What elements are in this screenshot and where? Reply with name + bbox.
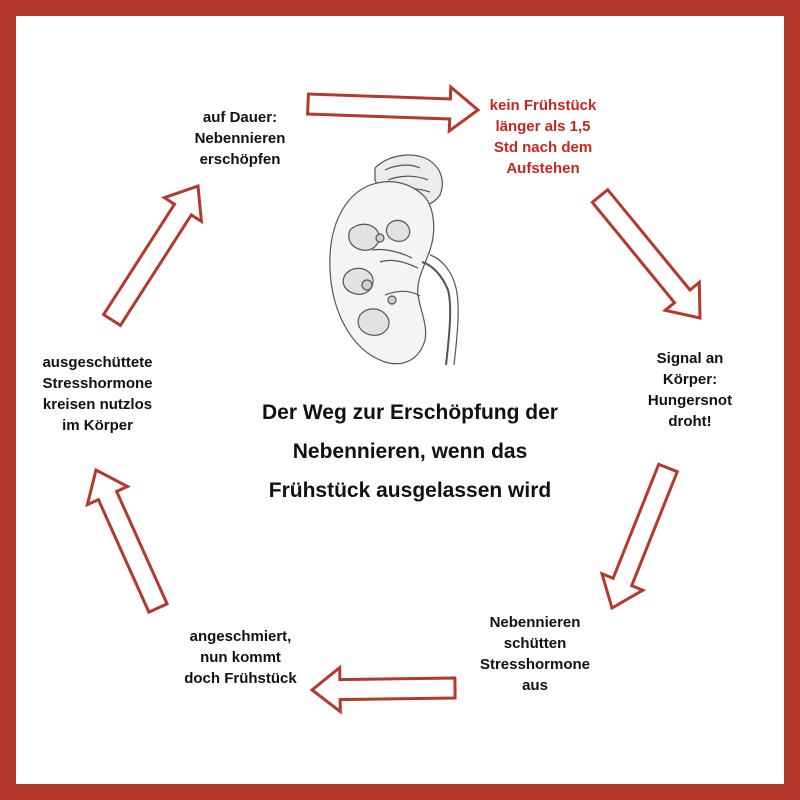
cycle-arrow-2 (590, 187, 702, 320)
kidney-adrenal-icon (329, 154, 459, 366)
cycle-arrow-1 (306, 83, 481, 135)
cycle-arrow-3 (599, 462, 680, 611)
step-4-label: angeschmiert, nun kommt doch Frühstück (184, 628, 297, 687)
step-1-label: kein Frühstück länger als 1,5 Std nach d… (489, 97, 597, 177)
step-6-label: auf Dauer: Nebennieren erschöpfen (194, 109, 286, 168)
cycle-arrow-6 (101, 183, 204, 328)
cycle-arrow-4 (309, 664, 457, 715)
diagram-title: Der Weg zur Erschöpfung der Nebennieren,… (262, 401, 558, 502)
cycle-arrow-5 (85, 467, 170, 615)
step-5-label: ausgeschüttete Stresshormone kreisen nut… (42, 354, 153, 434)
step-2-label: Signal an Körper: Hungersnot droht! (647, 350, 733, 430)
step-3-label: Nebennieren schütten Stresshormone aus (479, 614, 591, 694)
